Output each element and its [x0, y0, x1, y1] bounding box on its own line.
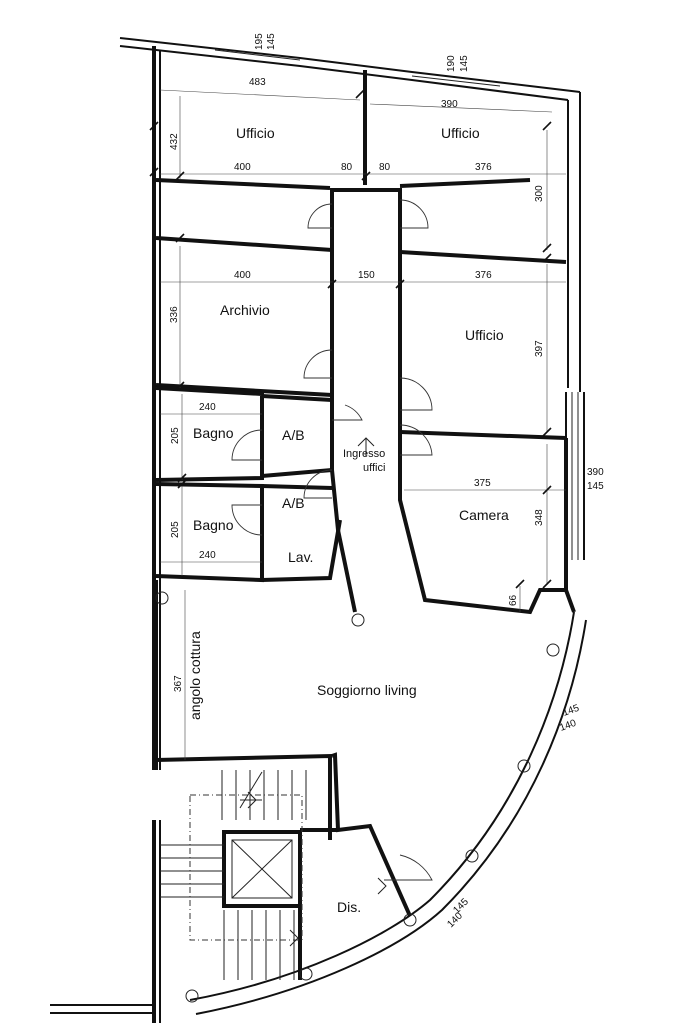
columns [155, 591, 560, 1003]
dimension-lines [159, 89, 566, 760]
dim-367: 367 [173, 675, 184, 692]
dim-145-a: 145 [266, 33, 277, 50]
stairs [160, 770, 307, 980]
dim-66: 66 [508, 594, 519, 606]
dim-190: 190 [446, 55, 457, 72]
dim-348: 348 [534, 509, 545, 526]
dim-80-a: 80 [341, 162, 353, 173]
label-lav: Lav. [288, 549, 313, 565]
label-angolo-cottura: angolo cottura [187, 631, 203, 720]
label-uffici: uffici [363, 462, 385, 474]
label-ufficio-1: Ufficio [236, 125, 275, 141]
dim-140-b: 140 [445, 910, 465, 930]
label-ab-1: A/B [282, 427, 305, 443]
dim-397: 397 [534, 340, 545, 357]
dim-400-a: 400 [234, 162, 251, 173]
dim-195: 195 [254, 33, 265, 50]
label-camera: Camera [459, 507, 509, 523]
dim-375: 375 [474, 478, 491, 489]
label-soggiorno: Soggiorno living [317, 682, 417, 698]
dim-205-a: 205 [170, 427, 181, 444]
dim-145-d: 145 [561, 703, 581, 719]
dim-150: 150 [358, 270, 375, 281]
label-ufficio-2: Ufficio [441, 125, 480, 141]
dim-145-c: 145 [587, 481, 604, 492]
dim-240-a: 240 [199, 402, 216, 413]
label-ingresso: Ingresso [343, 448, 385, 460]
dim-80-b: 80 [379, 162, 391, 173]
dimension-ticks [149, 89, 552, 589]
label-dis: Dis. [337, 899, 361, 915]
interior-walls [154, 70, 568, 980]
dim-390-a: 390 [441, 99, 458, 110]
entry-markers [357, 437, 387, 895]
dim-483: 483 [249, 77, 266, 88]
dim-240-b: 240 [199, 550, 216, 561]
room-labels: Ufficio Ufficio Archivio Ufficio Bagno A… [187, 125, 509, 915]
label-archivio: Archivio [220, 302, 270, 318]
label-ab-2: A/B [282, 495, 305, 511]
doors [231, 199, 433, 881]
dim-376-a: 376 [475, 162, 492, 173]
dim-400-b: 400 [234, 270, 251, 281]
elevator [231, 839, 293, 899]
dim-390-b: 390 [587, 467, 604, 478]
label-ufficio-3: Ufficio [465, 327, 504, 343]
dim-205-b: 205 [170, 521, 181, 538]
dim-300: 300 [534, 185, 545, 202]
label-bagno-1: Bagno [193, 425, 234, 441]
dimension-labels: 483 195 145 190 145 390 432 400 80 80 37… [169, 33, 604, 930]
dim-432: 432 [169, 133, 180, 150]
dim-336: 336 [169, 306, 180, 323]
dim-145-b: 145 [459, 55, 470, 72]
label-bagno-2: Bagno [193, 517, 234, 533]
dim-376-b: 376 [475, 270, 492, 281]
